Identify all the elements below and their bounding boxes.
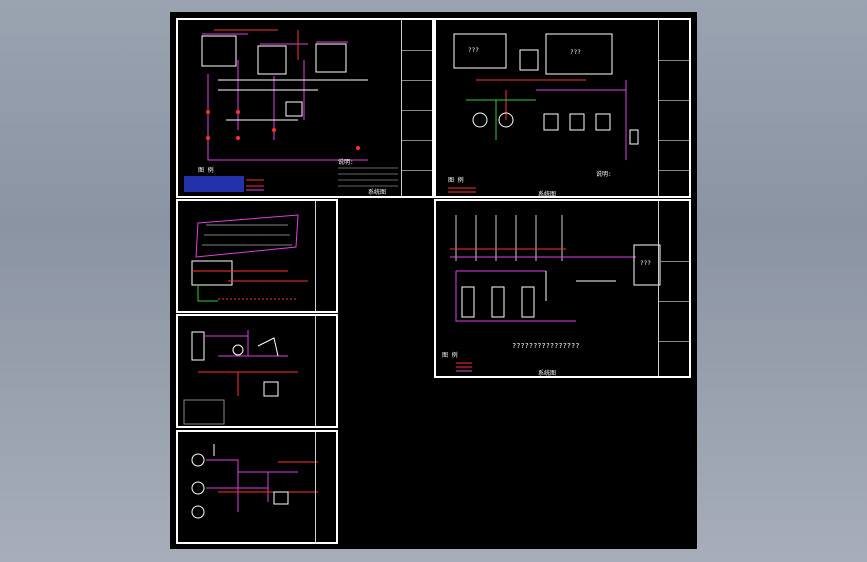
sheet-5-footer: 系统图 xyxy=(538,370,557,377)
sheet-2-note-title: 说明: xyxy=(596,171,612,178)
sheet-3-title-block xyxy=(315,201,336,311)
sheet-1-schematic xyxy=(184,29,398,192)
sheet-1-footer: 系统图 xyxy=(368,189,387,196)
drawing-sheet-6[interactable] xyxy=(176,430,338,544)
drawing-canvas[interactable]: 图 例 说明: 系统图 ??? ??? 图 例 说明: 系统 xyxy=(170,12,697,549)
sheet-5-side-label: ??? xyxy=(640,260,651,267)
drawing-sheet-1[interactable]: 图 例 说明: 系统图 xyxy=(176,18,434,198)
sheet-2-title-block xyxy=(658,20,689,196)
sheet-5-title-block xyxy=(658,201,689,376)
sheet-5-schematic xyxy=(450,215,661,372)
drawing-sheet-5[interactable]: ???????????????? 图 例 系统图 ??? xyxy=(434,199,691,378)
sheet-5-legend-title: 图 例 xyxy=(442,352,458,359)
sheet-1-note-title: 说明: xyxy=(338,159,354,166)
sheet-2-footer: 系统图 xyxy=(538,191,557,198)
sheet-6-title-block xyxy=(315,432,336,542)
drawing-sheet-4[interactable] xyxy=(176,314,338,428)
sheet-5-caption: ???????????????? xyxy=(512,342,580,350)
sheet-1-title-block xyxy=(401,20,432,196)
sheet-6-schematic xyxy=(191,444,318,519)
sheet-2-box-b-label: ??? xyxy=(570,49,581,56)
sheet-4-schematic xyxy=(183,330,298,425)
drawing-sheet-2[interactable]: ??? ??? 图 例 说明: 系统图 xyxy=(434,18,691,198)
sheet-3-schematic xyxy=(191,214,308,302)
sheet-2-box-a-label: ??? xyxy=(468,47,479,54)
sheet-2-legend-title: 图 例 xyxy=(448,177,464,184)
sheet-2-schematic xyxy=(448,33,639,193)
sheet-1-legend-title: 图 例 xyxy=(198,167,214,174)
sheet-4-title-block xyxy=(315,316,336,426)
drawing-sheet-3[interactable] xyxy=(176,199,338,313)
